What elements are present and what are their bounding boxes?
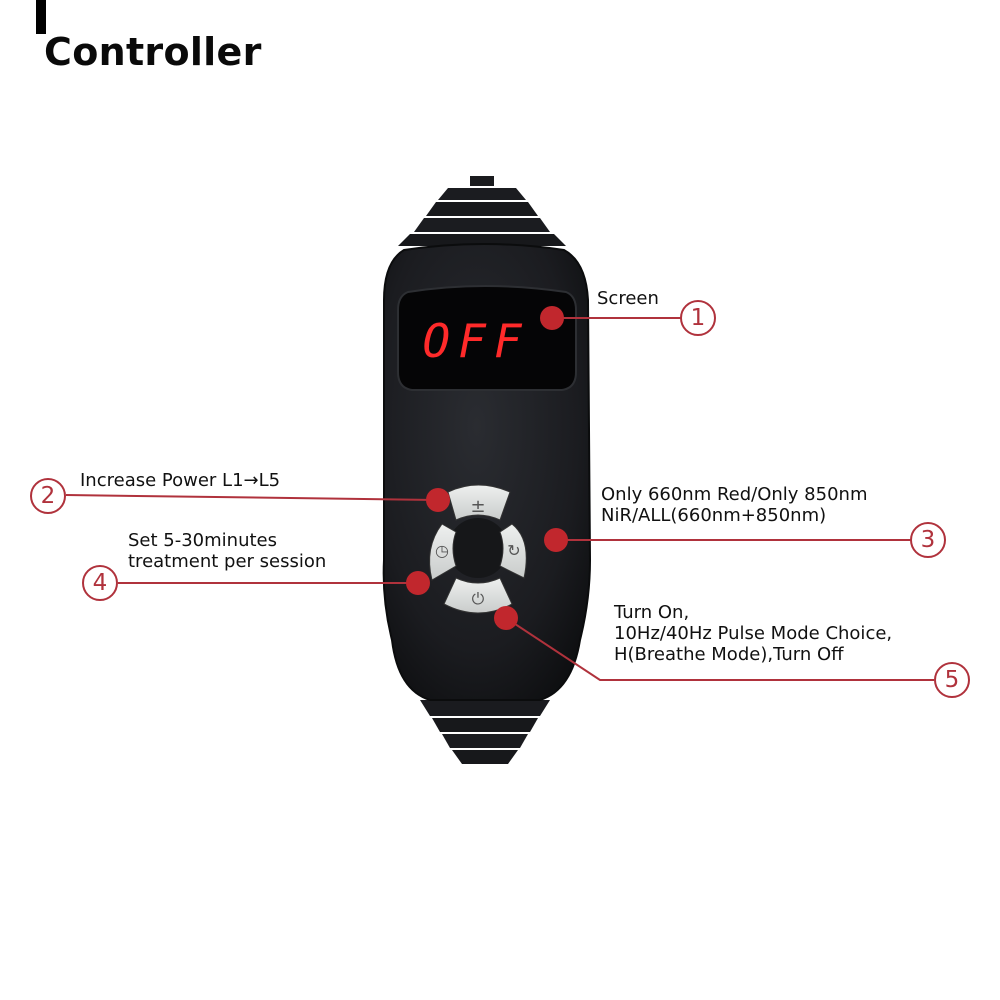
callout-number-3: 3 [910, 522, 946, 558]
button-cluster: ± ↻ ⏻ ◷ [429, 484, 527, 614]
cycle-icon: ↻ [507, 541, 520, 560]
bottom-strain-relief [420, 700, 550, 764]
callout-number-5: 5 [934, 662, 970, 698]
callout-dots [406, 306, 568, 630]
wavelength-mode-button[interactable] [499, 523, 527, 579]
callout-dot-4 [406, 571, 430, 595]
callout-label-wavelength: Only 660nm Red/Only 850nm NiR/ALL(660nm+… [601, 484, 868, 526]
callout-number-2: 2 [30, 478, 66, 514]
callout-dot-2 [426, 488, 450, 512]
power-mode-button[interactable] [443, 577, 513, 614]
callout-label-power-modes: Turn On, 10Hz/40Hz Pulse Mode Choice, H(… [614, 602, 893, 665]
page-title: Controller [44, 30, 262, 74]
timer-button[interactable] [429, 523, 457, 581]
top-strain-relief [398, 176, 566, 246]
power-level-button[interactable] [447, 484, 511, 521]
plus-minus-icon: ± [470, 496, 485, 517]
callout-number-4: 4 [82, 565, 118, 601]
power-icon: ⏻ [472, 589, 485, 608]
callout-dot-3 [544, 528, 568, 552]
display-screen [397, 285, 577, 391]
callout-label-timer: Set 5-30minutes treatment per session [128, 530, 327, 572]
clock-icon: ◷ [435, 541, 449, 560]
callout-dot-1 [540, 306, 564, 330]
callout-lines [65, 317, 934, 681]
title-accent-bar [36, 0, 46, 34]
callout-label-screen: Screen [597, 288, 659, 309]
callout-number-1: 1 [680, 300, 716, 336]
led-readout: OFF [422, 314, 529, 368]
callout-dot-5 [494, 606, 518, 630]
callout-label-increase-power: Increase Power L1→L5 [80, 470, 281, 491]
